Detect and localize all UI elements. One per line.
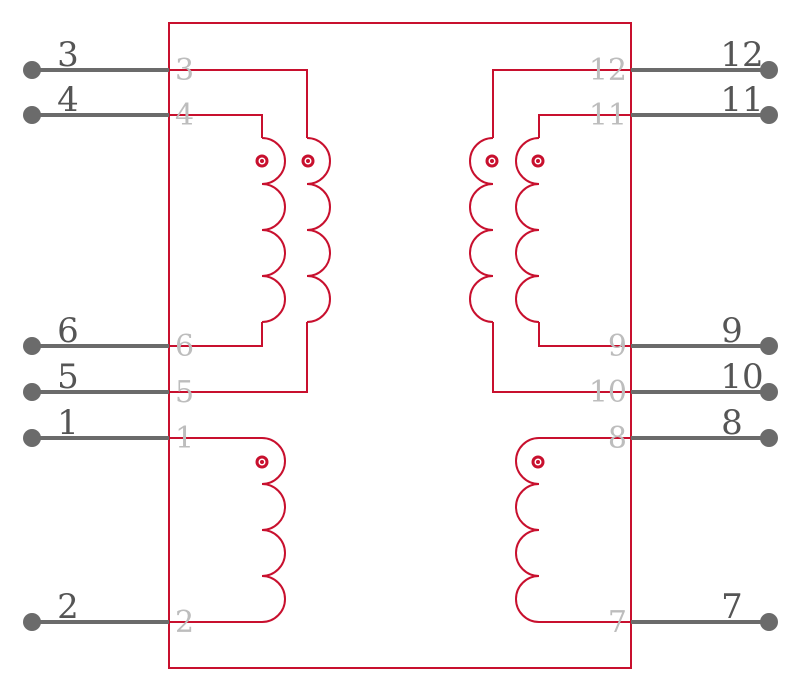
coil-winding-1-2 [261, 437, 286, 623]
wire-pin12 [492, 69, 631, 138]
pin-terminal [23, 613, 41, 631]
pin-11: 11 11 [589, 80, 778, 133]
pin-number: 3 [175, 53, 194, 88]
coil-winding-4-6 [261, 137, 286, 323]
coils [261, 137, 540, 623]
pin-terminal [23, 337, 41, 355]
polarity-dot-icon [485, 154, 499, 168]
pin-number: 10 [589, 375, 627, 410]
pin-4: 4 4 [23, 80, 194, 133]
pin-label: 11 [720, 80, 763, 120]
pin-label: 3 [57, 35, 79, 75]
wiring [169, 69, 631, 623]
pin-label: 2 [57, 587, 79, 627]
polarity-dot-icon [531, 154, 545, 168]
pin-terminal [760, 613, 778, 631]
pin-terminal [760, 383, 778, 401]
pin-label: 7 [721, 587, 743, 627]
pin-terminal [760, 106, 778, 124]
pin-terminal [760, 61, 778, 79]
pin-number: 6 [175, 329, 194, 364]
pin-10: 10 10 [589, 357, 778, 410]
wire-pin3 [169, 69, 308, 138]
polarity-dot-icon [301, 154, 315, 168]
polarity-dots [255, 154, 545, 469]
pin-number: 11 [589, 98, 627, 133]
pin-number: 8 [608, 421, 627, 456]
pin-terminal [23, 429, 41, 447]
polarity-dot-icon [255, 455, 269, 469]
pin-12: 12 12 [589, 35, 778, 88]
pin-8: 8 8 [608, 403, 778, 456]
pin-3: 3 3 [23, 35, 194, 88]
coil-winding-12-10 [469, 137, 494, 323]
pin-label: 8 [721, 403, 743, 443]
pin-7: 7 7 [608, 587, 778, 640]
pin-label: 10 [720, 357, 763, 397]
coil-winding-8-7 [515, 437, 540, 623]
pin-number: 7 [608, 605, 627, 640]
pin-number: 5 [175, 375, 194, 410]
coil-winding-3-5 [306, 137, 331, 323]
pin-number: 9 [608, 329, 627, 364]
pin-5: 5 5 [23, 357, 194, 410]
pin-label: 4 [57, 80, 79, 120]
pin-number: 2 [175, 605, 194, 640]
pin-label: 5 [57, 357, 79, 397]
wire-pin5 [169, 322, 308, 393]
pin-number: 1 [175, 421, 194, 456]
pin-label: 12 [720, 35, 763, 75]
pin-1: 1 1 [23, 403, 194, 456]
pin-terminal [23, 106, 41, 124]
wire-pin11 [538, 114, 631, 138]
wire-pin6 [169, 322, 263, 347]
pin-terminal [23, 61, 41, 79]
pins: 3 3 4 4 6 6 5 5 1 1 [23, 35, 778, 640]
pin-label: 6 [57, 311, 79, 351]
polarity-dot-icon [255, 154, 269, 168]
pin-terminal [23, 383, 41, 401]
pin-label: 1 [57, 403, 79, 443]
wire-pin9 [538, 322, 631, 347]
pin-terminal [760, 337, 778, 355]
pin-terminal [760, 429, 778, 447]
wire-pin10 [492, 322, 631, 393]
pin-9: 9 9 [608, 311, 778, 364]
pin-2: 2 2 [23, 587, 194, 640]
wire-pin4 [169, 114, 263, 138]
pin-label: 9 [721, 311, 743, 351]
polarity-dot-icon [531, 455, 545, 469]
pin-number: 12 [589, 53, 627, 88]
pin-number: 4 [175, 98, 194, 133]
pin-6: 6 6 [23, 311, 194, 364]
coil-winding-11-9 [515, 137, 540, 323]
